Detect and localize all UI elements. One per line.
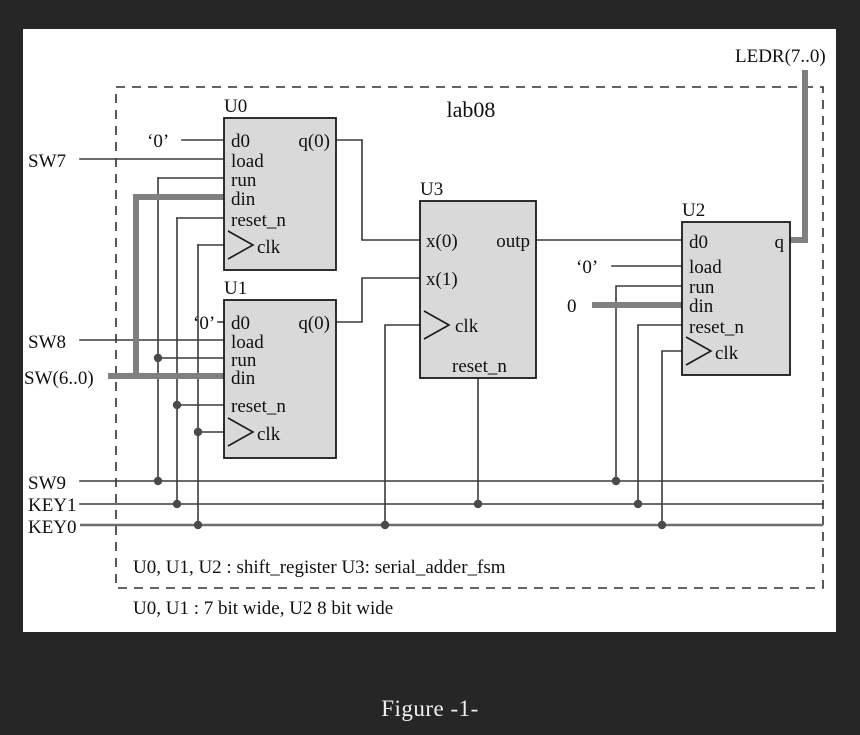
lab08-title: lab08 bbox=[447, 97, 496, 122]
label-sw9: SW9 bbox=[28, 473, 66, 494]
pin-u2-run: run bbox=[689, 277, 715, 298]
bus-layer bbox=[108, 70, 808, 379]
lab08-boundary bbox=[115, 86, 824, 589]
wire-u3clk-key0 bbox=[384, 324, 421, 526]
pin-u2-din: din bbox=[689, 296, 714, 317]
junction-key0-u2clk bbox=[657, 520, 667, 530]
bus-u2q-ledr bbox=[790, 70, 808, 243]
block-u0-title: U0 bbox=[224, 96, 247, 117]
figure-caption: Figure -1- bbox=[381, 696, 479, 721]
pin-u1-d0: d0 bbox=[231, 313, 250, 334]
block-u2-body[interactable] bbox=[681, 221, 791, 376]
note-components: U0, U1, U2 : shift_register U3: serial_a… bbox=[133, 557, 506, 578]
note-widths: U0, U1 : 7 bit wide, U2 8 bit wide bbox=[133, 598, 393, 619]
pin-u3-outp: outp bbox=[496, 231, 530, 252]
pin-u2-q: q bbox=[775, 232, 785, 253]
junction-key1-u2reset bbox=[633, 499, 643, 509]
junction-sw9-run bbox=[153, 476, 163, 486]
pin-u3-clk: clk bbox=[455, 316, 479, 337]
junction-run bbox=[153, 353, 163, 363]
pin-u2-clk: clk bbox=[715, 343, 739, 364]
wire-u2clk-key0 bbox=[661, 350, 683, 526]
pin-u2-reset-n: reset_n bbox=[689, 317, 744, 338]
clock-triangle-icon bbox=[227, 230, 255, 260]
pin-u1-clk: clk bbox=[257, 424, 281, 445]
label-key0: KEY0 bbox=[28, 517, 77, 538]
pin-u0-reset-n: reset_n bbox=[231, 210, 286, 231]
pin-u0-q: q(0) bbox=[298, 131, 330, 152]
pin-u2-d0: d0 bbox=[689, 232, 708, 253]
label-const0-u2-load: ‘0’ bbox=[576, 257, 598, 278]
bus-sw6-0-u0-din bbox=[108, 194, 224, 379]
wire-u0q-u3x0 bbox=[335, 139, 421, 241]
pin-u2-load: load bbox=[689, 257, 722, 278]
label-ledr: LEDR(7..0) bbox=[735, 46, 826, 67]
block-u1[interactable]: U1 d0 load run din reset_n clk q(0) bbox=[223, 278, 337, 459]
junction-layer bbox=[153, 353, 667, 530]
pin-u1-run: run bbox=[231, 350, 257, 371]
pin-u0-clk: clk bbox=[257, 237, 281, 258]
block-u3-title: U3 bbox=[420, 179, 443, 200]
pin-u3-x0: x(0) bbox=[426, 231, 458, 252]
junction-key1-u3reset bbox=[473, 499, 483, 509]
label-const0-u2-din: 0 bbox=[567, 296, 577, 317]
pin-u1-load: load bbox=[231, 332, 264, 353]
label-sw7: SW7 bbox=[28, 151, 66, 172]
pin-u0-din: din bbox=[231, 189, 256, 210]
clock-triangle-icon bbox=[423, 310, 451, 340]
pin-u0-run: run bbox=[231, 170, 257, 191]
wire-layer bbox=[79, 139, 824, 526]
block-u0-body[interactable] bbox=[223, 117, 337, 271]
pin-u3-x1: x(1) bbox=[426, 269, 458, 290]
wire-u2reset-key1 bbox=[637, 324, 683, 505]
block-u3-body[interactable] bbox=[419, 200, 537, 379]
junction-reset bbox=[172, 400, 182, 410]
junction-key0-u3clk bbox=[380, 520, 390, 530]
label-sw6-0: SW(6..0) bbox=[24, 368, 94, 389]
label-const0-u1: ‘0’ bbox=[193, 313, 215, 334]
pin-u0-load: load bbox=[231, 151, 264, 172]
junction-clk bbox=[193, 427, 203, 437]
block-u3[interactable]: U3 x(0) x(1) clk reset_n outp bbox=[419, 179, 537, 379]
clock-triangle-icon bbox=[227, 417, 255, 447]
block-u2[interactable]: U2 d0 load run din reset_n clk q bbox=[681, 200, 791, 376]
pin-u1-reset-n: reset_n bbox=[231, 396, 286, 417]
junction-key0-clk bbox=[193, 520, 203, 530]
block-u1-title: U1 bbox=[224, 278, 247, 299]
pin-u1-din: din bbox=[231, 368, 256, 389]
junction-sw9-u2run bbox=[611, 476, 621, 486]
label-sw8: SW8 bbox=[28, 332, 66, 353]
label-const0-u0: ‘0’ bbox=[147, 131, 169, 152]
clock-triangle-icon bbox=[685, 336, 713, 366]
block-u2-title: U2 bbox=[682, 200, 705, 221]
junction-key1-reset bbox=[172, 499, 182, 509]
pin-u1-q: q(0) bbox=[298, 313, 330, 334]
wire-u1q-u3x1 bbox=[335, 277, 421, 323]
pin-u0-d0: d0 bbox=[231, 131, 250, 152]
pin-u3-reset-n: reset_n bbox=[452, 356, 507, 377]
block-u1-body[interactable] bbox=[223, 299, 337, 459]
block-u0[interactable]: U0 d0 load run din reset_n clk q(0) bbox=[223, 96, 337, 271]
wire-u2run-sw9 bbox=[615, 285, 683, 482]
label-key1: KEY1 bbox=[28, 495, 77, 516]
